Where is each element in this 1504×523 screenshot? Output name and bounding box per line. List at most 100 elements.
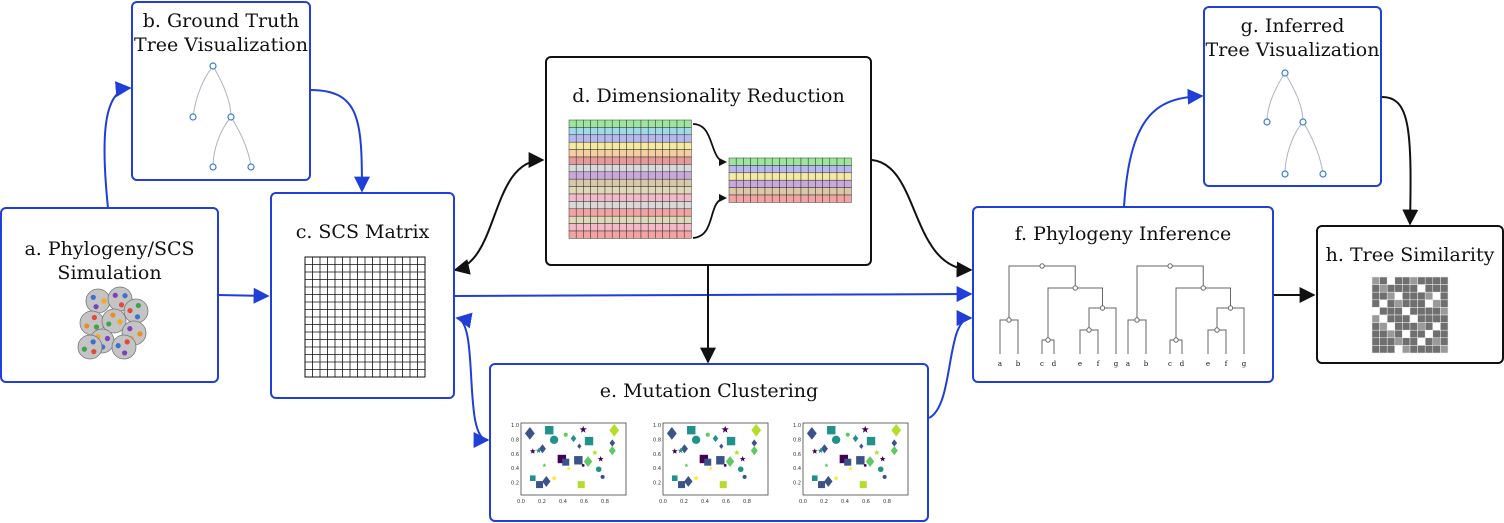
big-matrix-cell [597,164,606,173]
similarity-cell [1402,345,1411,354]
scatter-point [678,481,686,489]
big-matrix-cell [647,171,656,180]
big-matrix-cell [611,149,620,158]
big-matrix-cell [626,230,635,239]
big-matrix-cell [633,156,642,165]
reduced-matrix-cell [728,157,737,166]
similarity-cell [1371,314,1380,323]
big-matrix-cell [575,178,584,187]
reduced-matrix-cell [764,187,773,196]
big-matrix-cell [655,149,663,158]
big-matrix-cell [590,127,599,136]
dendrogram-branch [999,319,1019,354]
big-matrix-cell [619,201,627,210]
scatter-point [551,475,557,481]
scatter-point [595,466,602,473]
big-matrix-cell [575,156,584,165]
big-matrix-cell [655,119,663,128]
dendrogram-node [1134,317,1140,323]
reduced-matrix-cell [743,172,751,181]
big-matrix-cell [655,127,663,136]
big-matrix-cell [647,141,656,150]
box-dimensionality-reduction: d. Dimensionality Reduction [545,56,872,266]
big-matrix-cell [640,186,649,195]
big-matrix-cell [669,186,678,195]
scatter-point [609,423,620,437]
big-matrix-cell [669,178,678,187]
reduced-matrix-cell [815,187,823,196]
big-matrix-cell [590,156,599,165]
similarity-cell [1417,345,1426,354]
dendrogram-node [1072,285,1078,291]
big-matrix-cell [583,186,591,195]
big-matrix-cell [590,215,599,224]
similarity-cell [1386,322,1396,331]
similarity-cell [1379,307,1388,316]
scatter-point [581,464,585,467]
similarity-cell [1409,299,1418,308]
big-matrix-cell [662,134,671,143]
leaf-label: d [1180,360,1185,368]
title-line-2: Simulation [57,262,162,284]
big-matrix-cell [568,127,577,136]
reduced-matrix-cell [807,179,816,188]
reduced-matrix-cell [764,172,773,181]
scatter-point [750,446,758,456]
similarity-cell [1386,276,1396,285]
cell-nucleus [122,350,128,356]
scatter-point [751,439,758,447]
similarity-cell [1402,299,1411,308]
scatter-point [671,448,678,454]
big-matrix-cell [604,208,613,217]
big-matrix-cell [604,127,613,136]
scatter-point [719,481,727,489]
big-matrix-cell [669,149,678,158]
reduced-matrix-cell [807,172,816,181]
cell-nucleus [91,314,97,321]
similarity-cell [1440,345,1449,354]
similarity-cell [1371,284,1380,293]
dendrogram-node [1086,327,1092,333]
big-matrix-cell [568,215,577,224]
big-matrix-cell [626,171,635,180]
reduced-matrix-cell [793,179,802,188]
similarity-cell [1424,329,1434,339]
box-scs-title: c. SCS Matrix [272,220,453,244]
scatter-point [579,425,587,433]
reduced-matrix-cell [807,187,816,196]
big-matrix-cell [604,156,613,165]
big-matrix-cell [683,171,692,180]
big-matrix-cell [662,178,671,187]
big-matrix-cell [611,193,620,202]
similarity-cell [1402,276,1411,285]
big-matrix-cell [575,215,584,224]
big-matrix-cell [683,164,692,173]
big-matrix-cell [597,127,606,136]
big-matrix-cell [611,230,620,239]
big-matrix-cell [633,230,642,239]
big-matrix-cell [590,149,599,158]
x-tick-label: 0.8 [883,499,891,505]
similarity-cell [1379,276,1388,285]
reduced-matrix-cell [757,172,766,181]
reduced-matrix-cell [764,194,773,203]
big-matrix-cell [669,193,678,202]
x-tick-label: 0.2 [680,499,688,505]
reduced-matrix-cell [750,187,759,196]
cell-nucleus [110,312,116,318]
y-tick-label: 0.6 [653,452,661,458]
big-matrix-cell [619,171,627,180]
reduced-matrix-cell [743,179,751,188]
big-matrix-cell [647,134,656,143]
reduced-matrix-cell [750,165,759,174]
dendrogram-branch [1216,307,1245,354]
big-matrix-cell [633,127,642,136]
dendrogram-branch [1008,265,1076,320]
big-matrix-cell [583,141,591,150]
big-matrix-cell [640,171,649,180]
reduced-matrix-cell [800,187,809,196]
x-tick-label: 0.4 [841,499,849,505]
reduced-matrix-cell [728,165,737,174]
